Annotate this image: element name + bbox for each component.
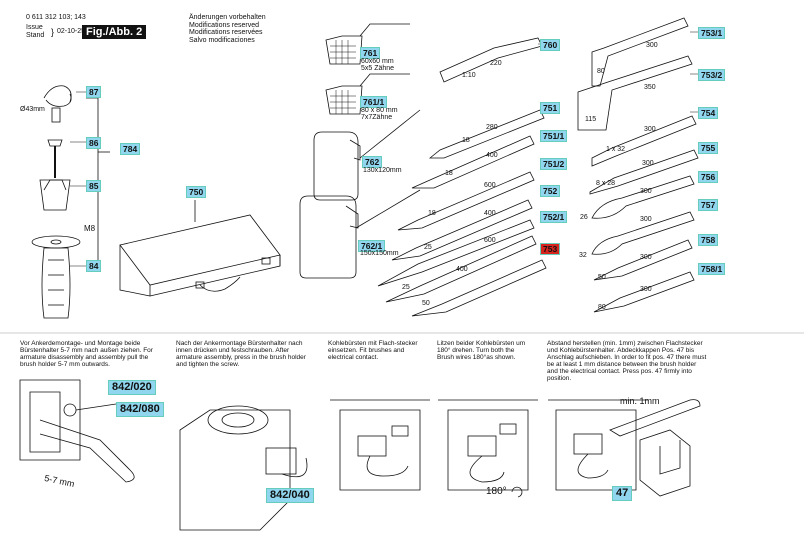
- modifications-note: Änderungen vorbehalten Modifications res…: [189, 14, 266, 44]
- part-760-label: 760: [540, 39, 561, 51]
- part-762-1-label: 762/1: [358, 240, 386, 252]
- part-757-label: 757: [698, 199, 719, 211]
- spec-761-1-b: 7x7Zähne: [361, 114, 393, 121]
- l751-b: 18: [462, 137, 470, 144]
- r753-1-a: 300: [646, 42, 658, 49]
- l751-1-a: 400: [486, 152, 498, 159]
- r755-b: 8 x 28: [596, 180, 616, 187]
- l751-1-b: 18: [445, 170, 453, 177]
- chisel-column-middle: [377, 37, 547, 317]
- part-784-label: 784: [120, 143, 141, 155]
- mod-line-de: Änderungen vorbehalten: [189, 14, 266, 21]
- figure-label: Fig./Abb. 2: [82, 25, 147, 39]
- part-755-label: 755: [698, 142, 719, 154]
- l753-b: 50: [422, 300, 430, 307]
- part-86-label: 86: [86, 137, 102, 149]
- carrying-case: [119, 200, 281, 297]
- instruction-4: Litzen beider Kohlebürsten um 180° drehe…: [437, 340, 526, 361]
- instruction-1: Vor Ankerdemontage- und Montage beide Bü…: [20, 340, 153, 368]
- part-762-label: 762: [362, 156, 383, 168]
- part-751-label: 751: [540, 102, 561, 114]
- part-751-2-label: 751/2: [540, 158, 568, 170]
- r753-2-a: 350: [644, 84, 656, 91]
- l752-1-b: 25: [402, 284, 410, 291]
- part-85-label: 85: [86, 180, 102, 192]
- part-752-1-label: 752/1: [540, 211, 568, 223]
- spec-762-1: 150x150mm: [360, 250, 399, 257]
- part-754-label: 754: [698, 107, 719, 119]
- r758-1-b: 80: [598, 304, 606, 311]
- r753-1-b: 80: [597, 68, 605, 75]
- spec-761-a: 60x60 mm: [361, 58, 394, 65]
- l760-b: 220: [490, 60, 502, 67]
- r758-1-a: 300: [640, 286, 652, 293]
- r753-2-b: 115: [585, 116, 597, 123]
- side-handle-assembly: [31, 85, 110, 319]
- mod-line-fr: Modifications reservées: [189, 29, 263, 36]
- part-87-label: 87: [86, 86, 102, 98]
- l751-a: 280: [486, 124, 498, 131]
- issue-label: Issue: [26, 24, 43, 31]
- part-756-label: 756: [698, 171, 719, 183]
- rotate-180-label: 180°: [486, 486, 507, 497]
- spec-761-1-a: 80 x 80 mm: [361, 107, 398, 114]
- l752-1-a: 600: [484, 237, 496, 244]
- doc-number: 0 611 312 103; 143: [26, 14, 86, 21]
- chisel-column-right: [577, 17, 699, 313]
- r756-b: 26: [580, 214, 588, 221]
- part-84-label: 84: [86, 260, 102, 272]
- part-761-1-label: 761/1: [360, 96, 388, 108]
- part-47-label: 47: [612, 486, 633, 501]
- l751-2-b: 18: [428, 210, 436, 217]
- panel-4-illustration: [438, 399, 538, 491]
- part-753-1-label: 753/1: [698, 27, 726, 39]
- instruction-3: Kohlebürsten mit Flach-stecker einsetzen…: [328, 340, 418, 361]
- part-842-040-label: 842/040: [266, 488, 314, 503]
- part-758-label: 758: [698, 234, 719, 246]
- mod-line-en: Modifications reserved: [189, 21, 260, 29]
- r754-a: 300: [644, 126, 656, 133]
- part-842-020-label: 842/020: [108, 380, 156, 395]
- l752-a: 400: [484, 210, 496, 217]
- l751-2-a: 600: [484, 182, 496, 189]
- dim-min-1mm: min. 1mm: [620, 396, 660, 406]
- l753-a: 400: [456, 266, 468, 273]
- dim-d43: Ø43mm: [20, 106, 45, 113]
- instruction-5: Abstand herstellen (min. 1mm) zwischen F…: [547, 340, 707, 382]
- dim-m8: M8: [84, 224, 96, 233]
- r755-a: 300: [642, 160, 654, 167]
- r758-b: 50: [598, 274, 606, 281]
- l760-a: 1:10: [462, 72, 476, 79]
- part-758-1-label: 758/1: [698, 263, 726, 275]
- part-761-label: 761: [360, 47, 381, 59]
- r757-a: 300: [640, 216, 652, 223]
- r758-a: 300: [640, 254, 652, 261]
- part-752-label: 752: [540, 185, 561, 197]
- brace: }: [51, 27, 55, 37]
- spec-762: 130x120mm: [363, 167, 402, 174]
- l752-b: 25: [424, 244, 432, 251]
- r756-a: 300: [640, 188, 652, 195]
- part-751-1-label: 751/1: [540, 130, 568, 142]
- rotate-arrow: [511, 486, 523, 498]
- part-842-080-label: 842/080: [116, 402, 164, 417]
- part-753-label: 753: [540, 243, 561, 255]
- instruction-2: Nach der Ankermontage Bürstenhalter nach…: [176, 340, 306, 368]
- part-753-2-label: 753/2: [698, 69, 726, 81]
- r757-b: 32: [579, 252, 587, 259]
- mod-line-es: Salvo modificaciones: [189, 36, 255, 44]
- panel-2-illustration: [179, 405, 308, 531]
- issue-date: 02-10-25: [57, 28, 86, 35]
- stand-label: Stand: [26, 32, 45, 39]
- panel-1-illustration: [19, 379, 135, 483]
- r754-b: 1 x 32: [606, 146, 626, 153]
- spec-761-b: 5x5 Zähne: [361, 65, 395, 72]
- panel-3-illustration: [330, 399, 430, 491]
- panel-5-illustration: [548, 399, 701, 497]
- part-750-label: 750: [186, 186, 207, 198]
